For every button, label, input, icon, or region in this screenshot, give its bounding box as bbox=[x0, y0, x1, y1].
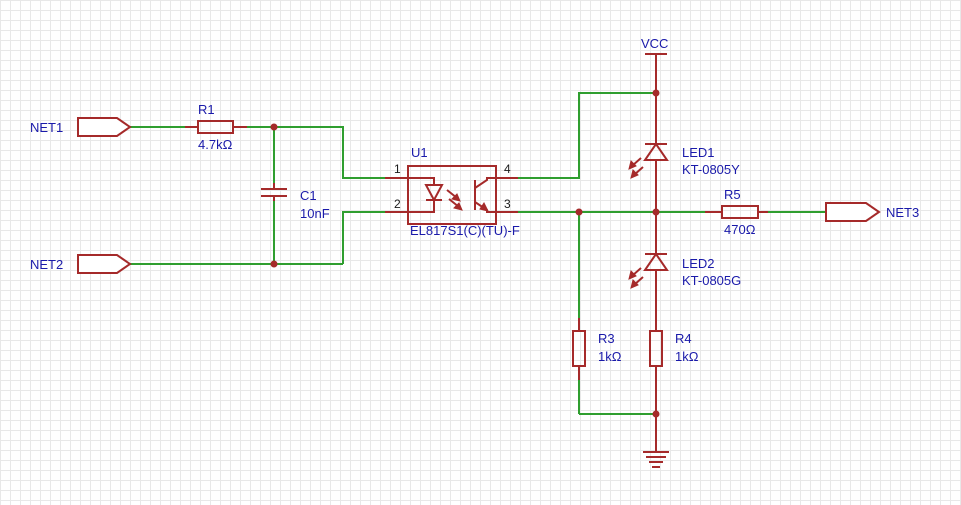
u1-transistor-collector bbox=[474, 177, 496, 189]
ground-symbol[interactable] bbox=[643, 414, 669, 468]
u1-body bbox=[407, 165, 497, 225]
u1-pin3-label: 3 bbox=[504, 197, 511, 211]
led2-ref: LED2 bbox=[682, 256, 715, 271]
vcc-symbol[interactable]: VCC bbox=[641, 36, 668, 93]
port-net1[interactable]: NET1 bbox=[30, 117, 132, 137]
u1-emit-arrowhead-2 bbox=[453, 202, 463, 211]
junction-dot bbox=[575, 208, 583, 216]
led1-triangle bbox=[643, 142, 669, 161]
junctions bbox=[270, 89, 660, 418]
u1-ref: U1 bbox=[411, 145, 428, 160]
led-led1[interactable]: LED1 KT-0805Y bbox=[628, 93, 740, 212]
junction-dot bbox=[652, 410, 660, 418]
r1-ref: R1 bbox=[198, 102, 215, 117]
u1-value: EL817S1(C)(TU)-F bbox=[410, 223, 520, 238]
r3-value: 1kΩ bbox=[598, 349, 622, 364]
junction-dot bbox=[652, 89, 660, 97]
capacitor-c1[interactable]: C1 10nF bbox=[261, 183, 330, 221]
r5-ref: R5 bbox=[724, 187, 741, 202]
junction-dot bbox=[270, 260, 278, 268]
led-led2[interactable]: LED2 KT-0805G bbox=[628, 212, 741, 330]
wire-node-u1pin2[interactable] bbox=[342, 211, 385, 264]
led1-emit-arrowhead-1 bbox=[628, 160, 637, 170]
led2-emit-arrowhead-1 bbox=[628, 270, 637, 280]
u1-pin4-label: 4 bbox=[504, 162, 511, 176]
r4-ref: R4 bbox=[675, 331, 692, 346]
c1-ref: C1 bbox=[300, 188, 317, 203]
led1-value: KT-0805Y bbox=[682, 162, 740, 177]
led2-triangle bbox=[643, 252, 669, 271]
junction-dot bbox=[652, 208, 660, 216]
port-net2-flag[interactable] bbox=[77, 254, 132, 274]
u1-led-triangle bbox=[424, 184, 444, 203]
r5-body bbox=[721, 205, 759, 219]
led2-value: KT-0805G bbox=[682, 273, 741, 288]
vcc-label: VCC bbox=[641, 36, 668, 51]
wire-r1-u1pin1[interactable] bbox=[247, 126, 385, 179]
port-net1-flag[interactable] bbox=[77, 117, 132, 137]
port-net3-label: NET3 bbox=[886, 205, 919, 220]
u1-transistor-emitter-arrow bbox=[479, 202, 489, 212]
led1-ref: LED1 bbox=[682, 145, 715, 160]
port-net1-label: NET1 bbox=[30, 120, 63, 135]
r4-value: 1kΩ bbox=[675, 349, 699, 364]
u1-emit-arrowhead-1 bbox=[451, 193, 461, 202]
port-net3[interactable]: NET3 bbox=[825, 202, 919, 222]
resistor-r5[interactable]: R5 470Ω bbox=[705, 187, 768, 237]
u1-led-wire-bottom bbox=[408, 200, 435, 213]
r5-value: 470Ω bbox=[724, 222, 756, 237]
port-net3-flag[interactable] bbox=[825, 202, 881, 222]
u1-led-wire-top bbox=[408, 177, 435, 185]
r1-body bbox=[197, 120, 234, 134]
led2-emit-arrowhead-2 bbox=[630, 279, 639, 289]
junction-dot bbox=[270, 123, 278, 131]
wires bbox=[130, 92, 826, 415]
u1-pin1-label: 1 bbox=[394, 162, 401, 176]
optocoupler-u1[interactable]: U1 1 2 3 4 EL817S1(C)(TU)-F bbox=[385, 145, 520, 238]
r1-value: 4.7kΩ bbox=[198, 137, 233, 152]
c1-value: 10nF bbox=[300, 206, 330, 221]
r3-body bbox=[572, 330, 586, 367]
u1-pin2-label: 2 bbox=[394, 197, 401, 211]
led1-emit-arrowhead-2 bbox=[630, 169, 639, 179]
resistor-r1[interactable]: R1 4.7kΩ bbox=[185, 102, 247, 152]
port-net2-label: NET2 bbox=[30, 257, 63, 272]
r4-body bbox=[649, 330, 663, 367]
r3-ref: R3 bbox=[598, 331, 615, 346]
resistor-r3[interactable]: R3 1kΩ bbox=[572, 318, 622, 380]
port-net2[interactable]: NET2 bbox=[30, 254, 132, 274]
wire-u1pin4-vcc[interactable] bbox=[518, 92, 656, 179]
resistor-r4[interactable]: R4 1kΩ bbox=[649, 318, 699, 414]
